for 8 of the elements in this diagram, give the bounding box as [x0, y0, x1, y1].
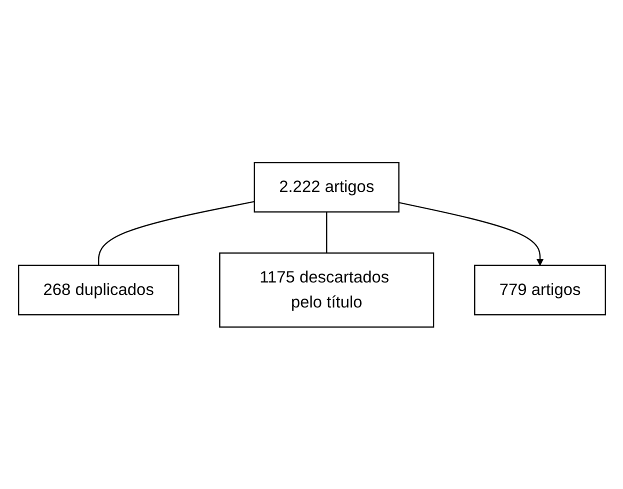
connector — [326, 212, 327, 253]
node-box — [474, 264, 606, 316]
node-box — [17, 264, 179, 316]
node-box — [218, 252, 434, 328]
arrow — [398, 202, 544, 266]
connector — [97, 200, 254, 266]
flowchart-drawing: 2.222 artigos 268 duplicados 1175 descartados pelo título 779 artigos — [12, 156, 612, 334]
node-box — [253, 162, 399, 212]
